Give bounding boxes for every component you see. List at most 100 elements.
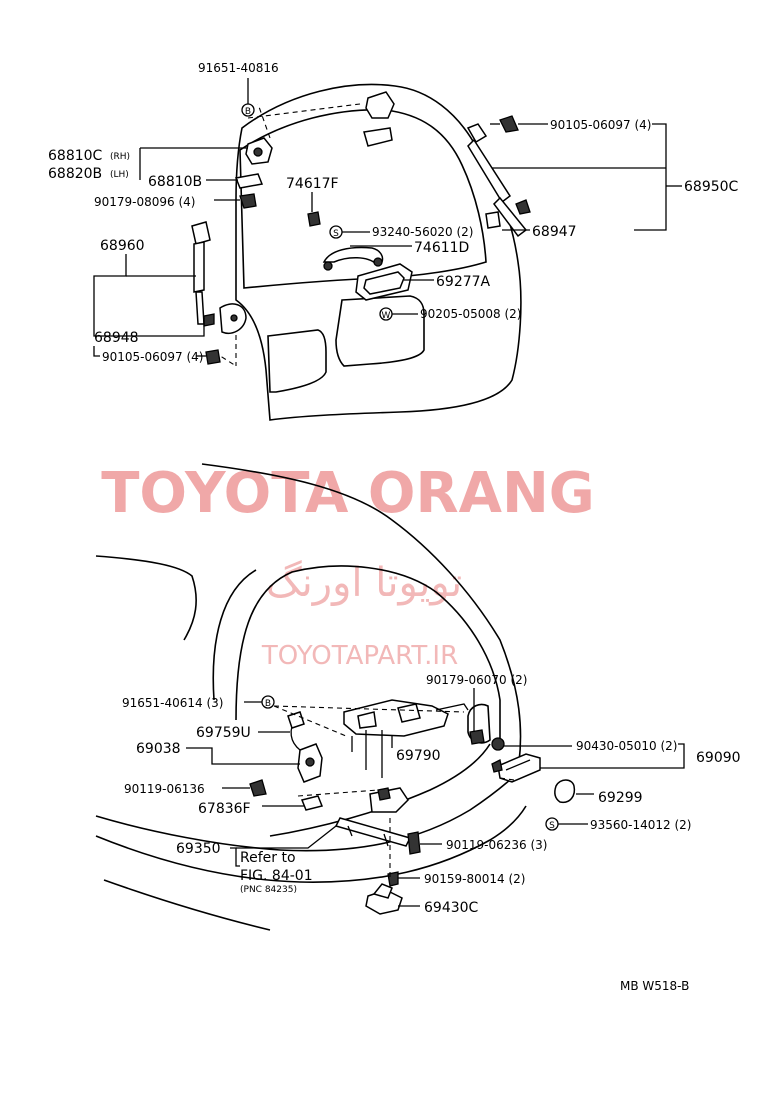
- label-91651-40614: 91651-40614 (3): [122, 696, 224, 710]
- vehicle-rear-panel: [269, 743, 491, 837]
- label-fig-ref: FIG. 84-01: [240, 868, 313, 884]
- vehicle-door-frame: [212, 569, 257, 701]
- symbol-W-upper: W: [379, 307, 393, 321]
- label-91651-40816: 91651-40816: [198, 61, 279, 75]
- label-90119-06136: 90119-06136: [124, 782, 205, 796]
- clip-74617F: [307, 211, 321, 227]
- hinge-plate-68810B: [234, 173, 264, 189]
- watermark-main: TOYOTA ORANG: [101, 461, 595, 526]
- bolt-90119-06136: [249, 779, 267, 797]
- label-68947: 68947: [532, 224, 577, 240]
- leader-line: [540, 743, 685, 769]
- pad-67836F: [300, 795, 324, 811]
- symbol-B-text: B: [265, 699, 271, 709]
- door-lower-left-panel: [267, 329, 327, 393]
- vehicle-roof-line: [201, 463, 522, 771]
- symbol-S-upper: S: [329, 225, 343, 239]
- label-refer-to: Refer to: [240, 850, 296, 866]
- symbol-B-upper: B: [241, 103, 255, 117]
- door-lower-right-panel: [335, 295, 425, 367]
- clip-90179-06070: [469, 729, 485, 745]
- leader-line: [236, 825, 337, 849]
- bolt-90119-06236: [407, 831, 421, 855]
- lock-cylinder-69038: [290, 717, 323, 783]
- label-68810C-side: (RH): [110, 152, 130, 162]
- label-68950C: 68950C: [684, 179, 739, 195]
- lower-assembly: B S 91651-40614 (3) 90179-06070 (2) 6975…: [95, 463, 741, 931]
- label-90205-05008: 90205-05008 (2): [420, 307, 522, 321]
- leader-line: [230, 847, 240, 867]
- bolt-90179-08096: [239, 193, 257, 209]
- lamp-69277A: [355, 263, 413, 301]
- label-69038: 69038: [136, 741, 181, 757]
- vehicle-bumper-upper: [95, 759, 531, 852]
- vehicle-side-line: [95, 555, 197, 641]
- label-90179-06070: 90179-06070 (2): [426, 673, 528, 687]
- label-69277A: 69277A: [436, 274, 491, 290]
- vehicle-rocker: [103, 879, 271, 931]
- hinge-guide-line: [257, 103, 271, 139]
- handle-74611D: [322, 246, 384, 271]
- label-69759U: 69759U: [196, 725, 251, 741]
- label-93240-56020: 93240-56020 (2): [372, 225, 474, 239]
- vehicle-window-edge: [235, 565, 501, 740]
- symbol-S-text: S: [549, 821, 555, 831]
- gas-strut-68960: [191, 221, 247, 334]
- label-90159-80014: 90159-80014 (2): [424, 872, 526, 886]
- label-69299: 69299: [598, 790, 643, 806]
- bolt-90105-06097-bottom: [205, 349, 221, 365]
- lock-assembly-69790: [343, 699, 469, 778]
- label-pnc-ref: (PNC 84235): [240, 885, 297, 895]
- outside-handle-69090: [491, 753, 541, 783]
- watermark: TOYOTA ORANG تویوتا اورنگ TOYOTAPART.IR: [101, 461, 595, 671]
- hinge-top: [363, 91, 395, 147]
- label-90430-05010: 90430-05010 (2): [576, 739, 678, 753]
- clip-69759U: [287, 711, 305, 729]
- label-90119-06236: 90119-06236 (3): [446, 838, 548, 852]
- upper-assembly: B S W 91651-40816 68810C (RH): [48, 61, 739, 421]
- label-90105-06097-bottom: 90105-06097 (4): [102, 350, 204, 364]
- back-door-outline: [235, 83, 522, 421]
- label-74617F: 74617F: [286, 176, 339, 192]
- diagram-code: MB W518-B: [620, 979, 689, 993]
- label-90105-06097-top: 90105-06097 (4): [550, 118, 652, 132]
- label-68810B: 68810B: [148, 174, 202, 190]
- label-68820B: 68820B: [48, 166, 102, 182]
- label-67836F: 67836F: [198, 801, 251, 817]
- symbol-W-text: W: [382, 311, 391, 321]
- cap-69299: [554, 779, 576, 804]
- hinge-guide-line: [247, 103, 361, 119]
- leader-line: [634, 123, 667, 231]
- back-door-window: [239, 108, 487, 289]
- symbol-B-lower: B: [261, 695, 275, 709]
- assembly-guide-line: [273, 705, 347, 737]
- latch-rod-69350: [334, 787, 412, 847]
- label-68948: 68948: [94, 330, 139, 346]
- leader-line: [93, 346, 100, 357]
- label-93560-14012: 93560-14012 (2): [590, 818, 692, 832]
- leader-line: [186, 747, 300, 765]
- label-74611D: 74611D: [414, 240, 469, 256]
- label-68960: 68960: [100, 238, 145, 254]
- hinge-68810C: [245, 137, 273, 165]
- assembly-guide-line: [297, 789, 379, 797]
- symbol-B-text: B: [245, 107, 251, 117]
- watermark-site: TOYOTAPART.IR: [261, 641, 458, 671]
- assembly-guide-line: [273, 705, 465, 713]
- gas-strut-68950C: [466, 123, 531, 238]
- vehicle-bumper-lower: [95, 805, 527, 883]
- nut-90430-05010: [491, 737, 505, 751]
- symbol-S-lower: S: [545, 817, 559, 831]
- striker-69430C: [365, 883, 403, 915]
- assembly-guide-line: [499, 777, 515, 781]
- symbol-S-text: S: [333, 229, 339, 239]
- label-69430C: 69430C: [424, 900, 479, 916]
- label-90179-08096: 90179-08096 (4): [94, 195, 196, 209]
- label-68820B-side: (LH): [110, 170, 129, 180]
- label-69090: 69090: [696, 750, 741, 766]
- label-68810C: 68810C: [48, 148, 103, 164]
- bolt-90105-06097-top: [490, 115, 519, 133]
- label-69790: 69790: [396, 748, 441, 764]
- leader-line: [93, 254, 205, 337]
